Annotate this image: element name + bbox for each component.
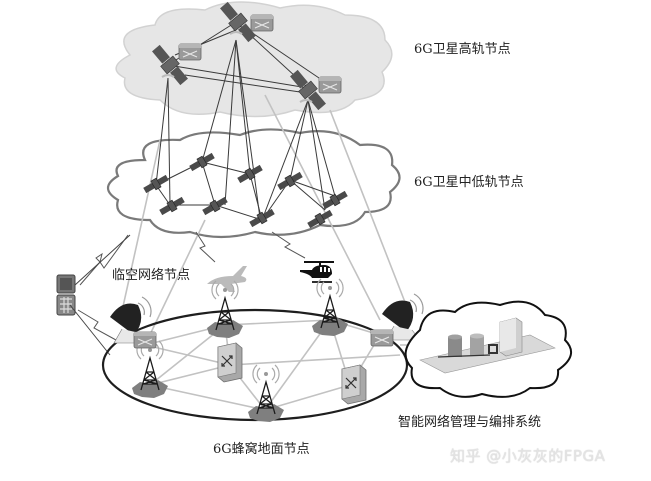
mobile-phone-icon [56, 274, 76, 316]
wireless-links [77, 231, 306, 341]
phone-link [69, 304, 111, 356]
leo-satellite-icon [236, 164, 264, 184]
leo-satellite-icon [201, 196, 229, 216]
ground-nodes [109, 278, 424, 423]
leo-satellite-icon [142, 174, 170, 194]
cell-tower-icon [131, 340, 169, 399]
leo-satellite-icon [188, 152, 216, 172]
geo-orbit-label: 6G卫星高轨节点 [414, 42, 511, 57]
leo-orbit-label: 6G卫星中低轨节点 [414, 175, 524, 190]
router-icon [250, 14, 274, 32]
network-switch-icon [341, 364, 367, 405]
leo-satellite-icon [248, 208, 276, 228]
air-network-label: 临空网络节点 [112, 268, 191, 283]
ground-network-ring [101, 308, 409, 422]
database-icon [448, 334, 462, 357]
router-icon [318, 76, 342, 94]
leo-satellite-icon [321, 190, 349, 210]
server-icon [499, 317, 523, 357]
workstation-icon [488, 344, 498, 354]
phone-link [74, 234, 131, 286]
management-system-label: 智能网络管理与编排系统 [398, 415, 542, 430]
airplane-icon [207, 266, 247, 292]
helicopter-icon [300, 261, 334, 283]
management-cloud [404, 300, 573, 398]
database-icon [470, 333, 484, 356]
router-icon [178, 43, 202, 61]
router-icon [370, 329, 394, 347]
watermark: 知乎 @小灰灰的FPGA [450, 447, 606, 465]
network-switch-icon [217, 342, 243, 383]
leo-satellite-icon [158, 196, 186, 216]
ground-cellular-label: 6G蜂窝地面节点 [213, 442, 310, 457]
leo-orbit-cloud [106, 128, 401, 239]
router-icon [133, 331, 157, 349]
cell-tower-icon [311, 278, 349, 337]
leo-satellites [142, 152, 349, 229]
cell-tower-icon [247, 364, 285, 423]
